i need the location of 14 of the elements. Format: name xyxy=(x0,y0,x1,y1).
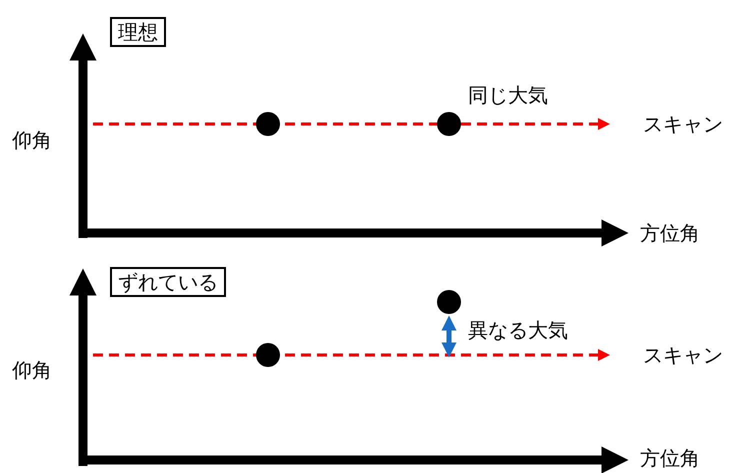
scan-label: スキャン xyxy=(643,343,723,367)
title-box: ずれている xyxy=(110,267,226,297)
dot xyxy=(437,290,461,314)
axis-label: 仰角 xyxy=(12,358,52,382)
axis-label: 方位角 xyxy=(640,446,700,470)
note-label: 同じ大気 xyxy=(468,83,548,107)
scan-label: スキャン xyxy=(643,112,723,136)
note-label: 異なる大気 xyxy=(468,318,568,342)
dot xyxy=(437,112,461,136)
dot xyxy=(256,112,280,136)
title-box: 理想 xyxy=(110,17,166,47)
dot xyxy=(256,343,280,367)
axis-label: 仰角 xyxy=(12,128,52,152)
axis-label: 方位角 xyxy=(640,221,700,245)
